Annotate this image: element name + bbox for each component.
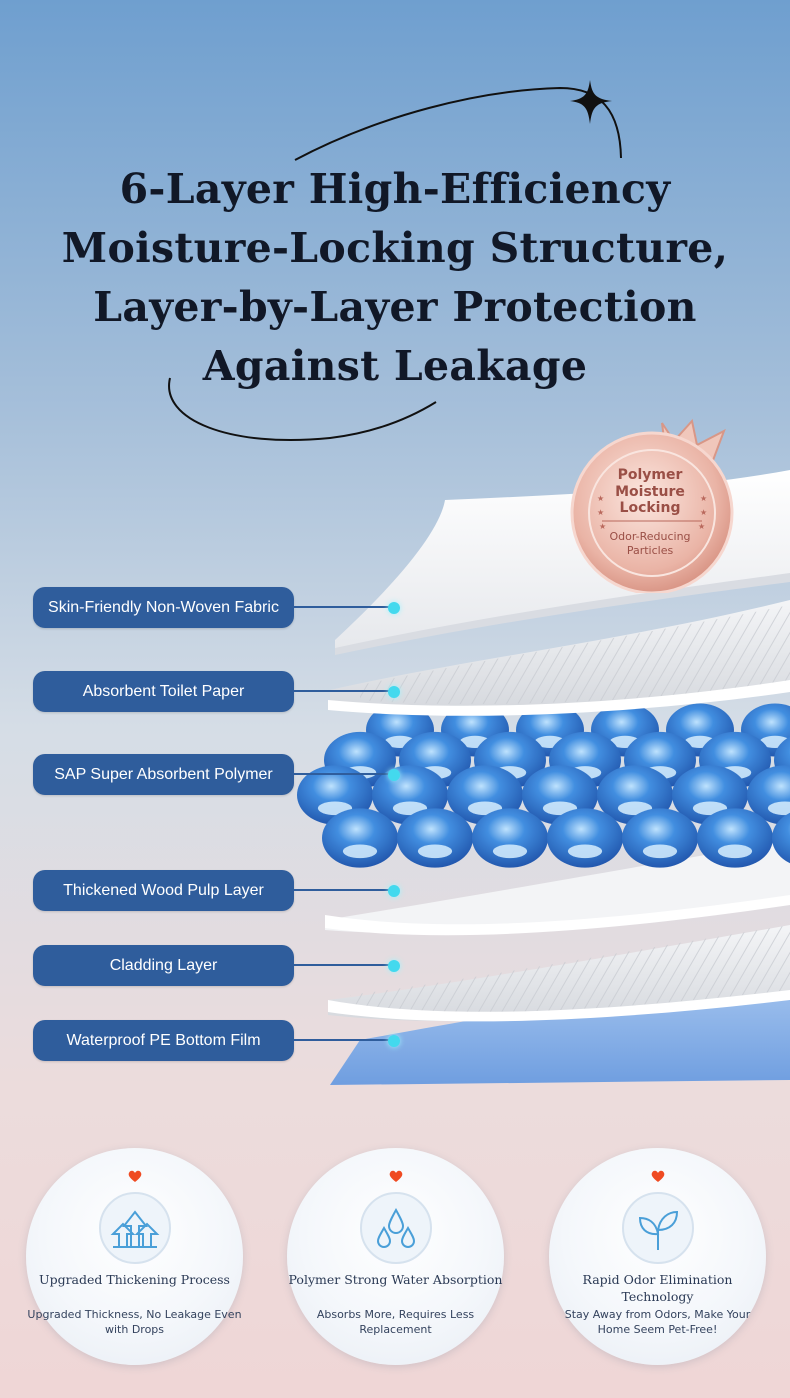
feature-description: Upgraded Thickness, No Leakage Even with… xyxy=(27,1308,242,1336)
feature-absorption: Polymer Strong Water Absorption Absorbs … xyxy=(287,1148,504,1365)
sap-beads xyxy=(297,703,790,868)
sap-bead-highlight xyxy=(642,844,678,859)
feature-description: Absorbs More, Requires Less Replacement xyxy=(316,1308,475,1336)
sap-bead xyxy=(697,808,773,868)
svg-text:★: ★ xyxy=(700,508,707,517)
feature-title: Upgraded Thickening Process xyxy=(39,1272,230,1287)
heart-icon xyxy=(651,1170,664,1182)
svg-text:★: ★ xyxy=(700,494,707,503)
feature-odor: Rapid Odor Elimination Technology Stay A… xyxy=(549,1148,766,1365)
polymer-badge: ★ ★ ★ ★ ★ ★ xyxy=(570,418,734,593)
feature-title: Rapid Odor Elimination Technology xyxy=(582,1272,733,1304)
svg-text:★: ★ xyxy=(597,508,604,517)
feature-thickening: Upgraded Thickening Process Upgraded Thi… xyxy=(26,1148,243,1365)
leader-line-4 xyxy=(294,889,394,891)
svg-text:★: ★ xyxy=(599,522,606,531)
title-decoration xyxy=(168,80,622,442)
heart-icon xyxy=(128,1170,141,1182)
sap-bead-highlight xyxy=(342,844,378,859)
leader-line-5 xyxy=(294,964,394,966)
leader-line-1 xyxy=(294,606,394,608)
layer-illustration xyxy=(297,470,790,1085)
layer-marker-4 xyxy=(388,885,400,897)
layer-label-3: SAP Super Absorbent Polymer xyxy=(33,754,294,795)
badge-main-text: Polymer Moisture Locking xyxy=(615,467,685,516)
svg-text:★: ★ xyxy=(698,522,705,531)
leaf-icon xyxy=(621,1192,694,1264)
title-line-3: Layer-by-Layer Protection xyxy=(93,283,697,331)
layer-marker-3 xyxy=(388,769,400,781)
sap-bead xyxy=(547,808,623,868)
sap-bead xyxy=(322,808,398,868)
layer-label-6: Waterproof PE Bottom Film xyxy=(33,1020,294,1061)
layer-label-4: Thickened Wood Pulp Layer xyxy=(33,870,294,911)
heart-icon xyxy=(389,1170,402,1182)
sap-bead-highlight xyxy=(417,844,453,859)
feature-title: Polymer Strong Water Absorption xyxy=(288,1272,503,1287)
layer-marker-1 xyxy=(388,602,400,614)
badge-sub-text: Odor-Reducing Particles xyxy=(609,530,691,557)
sap-bead xyxy=(472,808,548,868)
sap-bead-highlight xyxy=(717,844,753,859)
sap-bead xyxy=(772,812,790,864)
leader-line-6 xyxy=(294,1039,394,1041)
sparkle-icon xyxy=(570,80,612,124)
layer-marker-6 xyxy=(388,1035,400,1047)
layer-label-5: Cladding Layer xyxy=(33,945,294,986)
title-line-4: Against Leakage xyxy=(202,342,588,390)
page-title: 6-Layer High-Efficiency Moisture-Locking… xyxy=(40,160,750,396)
layer-label-1: Skin-Friendly Non-Woven Fabric xyxy=(33,587,294,628)
sap-bead-highlight xyxy=(567,844,603,859)
leader-line-2 xyxy=(294,690,394,692)
feature-description: Stay Away from Odors, Make Your Home See… xyxy=(564,1308,751,1336)
water-drops-icon xyxy=(359,1192,432,1264)
sap-bead-highlight xyxy=(767,801,790,816)
svg-text:★: ★ xyxy=(597,494,604,503)
sap-bead-highlight xyxy=(492,844,528,859)
sap-bead xyxy=(622,808,698,868)
sap-bead xyxy=(397,808,473,868)
layer-marker-2 xyxy=(388,686,400,698)
title-line-1: 6-Layer High-Efficiency xyxy=(119,165,671,213)
leader-line-3 xyxy=(294,773,394,775)
arrows-up-house-icon xyxy=(98,1192,171,1264)
title-line-2: Moisture-Locking Structure, xyxy=(61,224,729,272)
layer-label-2: Absorbent Toilet Paper xyxy=(33,671,294,712)
layer-marker-5 xyxy=(388,960,400,972)
